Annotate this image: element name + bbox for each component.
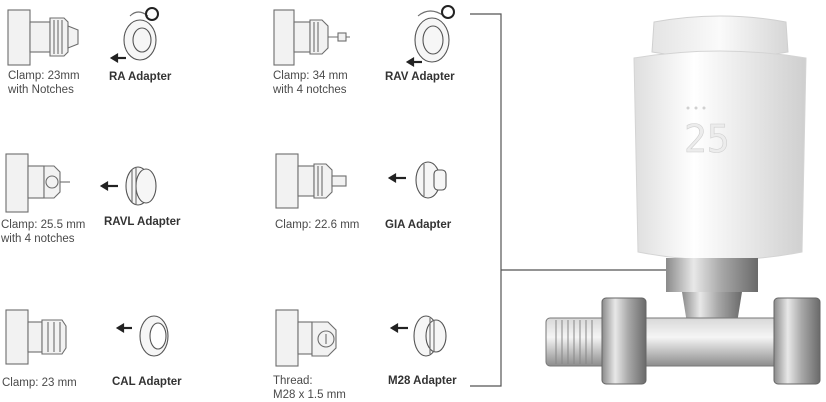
gia-adapter-icon (387, 161, 447, 199)
clamp-label-cal: Clamp: 23 mm (2, 377, 77, 389)
valve-body-gia-icon (275, 153, 347, 209)
ravl-adapter-icon (99, 166, 157, 206)
adapter-label-rav: RAV Adapter (385, 71, 455, 83)
m28-adapter-icon (389, 315, 447, 357)
thermostat-valve-image: 25 (545, 15, 821, 385)
clamp-label-m28: Thread: (273, 375, 313, 387)
clamp-sub-rav: with 4 notches (273, 84, 347, 96)
clamp-sub-m28: M28 x 1.5 mm (273, 389, 346, 401)
cal-adapter-icon (115, 315, 169, 357)
clamp-label-ravl: Clamp: 25.5 mm (1, 219, 86, 231)
valve-body-m28-icon (275, 309, 337, 367)
adapter-label-ravl: RAVL Adapter (104, 216, 181, 228)
clamp-label-ra: Clamp: 23mm (8, 70, 80, 82)
clamp-label-rav: Clamp: 34 mm (273, 70, 348, 82)
adapter-label-m28: M28 Adapter (388, 375, 457, 387)
valve-body-rav-icon (273, 9, 350, 66)
thermostat-display: 25 (684, 117, 730, 162)
adapter-label-ra: RA Adapter (109, 71, 172, 83)
valve-body-cal-icon (5, 309, 67, 365)
adapter-label-gia: GIA Adapter (385, 219, 452, 231)
svg-text:25: 25 (684, 117, 730, 161)
clamp-label-gia: Clamp: 22.6 mm (275, 219, 360, 231)
valve-body-ravl-icon (5, 153, 70, 213)
rav-adapter-icon (405, 5, 455, 67)
adapter-label-cal: CAL Adapter (112, 376, 182, 388)
clamp-sub-ravl: with 4 notches (1, 233, 75, 245)
clamp-sub-ra: with Notches (8, 84, 74, 96)
valve-body-ra-icon (7, 9, 79, 66)
ra-adapter-icon (109, 7, 159, 63)
